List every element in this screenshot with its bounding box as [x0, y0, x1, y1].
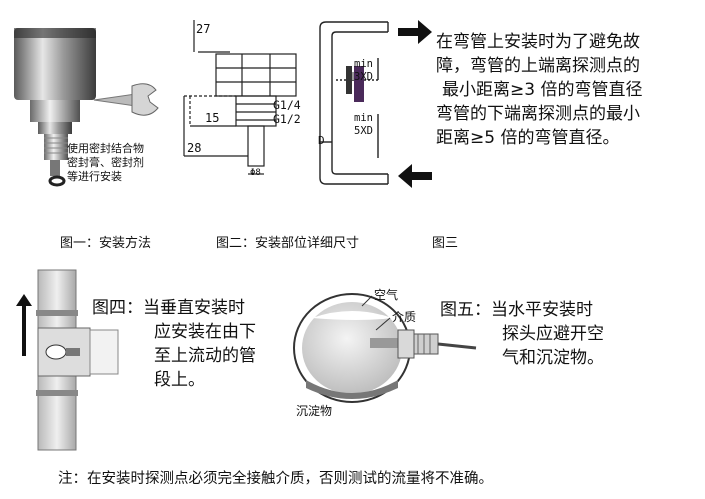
- fig1-note-line-3: 等进行安装: [67, 170, 122, 183]
- fig5-text-line-2: 探头应避开空: [502, 324, 604, 344]
- sensor-photo: [14, 28, 96, 187]
- label-sediment: 沉淀物: [296, 404, 333, 418]
- d-label: D: [318, 134, 325, 147]
- vertical-pipe-diagram: [16, 269, 119, 451]
- min-bot-1: min: [354, 112, 373, 124]
- fig4-text-line-2: 应安装在由下: [154, 322, 256, 342]
- label-medium: 介质: [392, 310, 417, 324]
- dim-15: 15: [205, 111, 220, 125]
- fig3-caption: 图三: [432, 236, 459, 251]
- fig1-note-line-2: 密封膏、密封剂: [67, 156, 144, 169]
- flow-in-arrow-icon: [398, 20, 432, 44]
- fig3-desc-line-2: 障，弯管的上端离探测点的: [436, 56, 640, 76]
- fig4-text-line-1: 图四：当垂直安装时: [92, 298, 245, 318]
- min-top-2: 3XD: [354, 71, 373, 83]
- thread-g1-2: G1/2: [273, 112, 301, 126]
- fig1-caption: 图一：安装方法: [60, 236, 152, 251]
- fig1-note-line-1: 使用密封结合物: [67, 142, 144, 155]
- thread-g1-4: G1/4: [273, 98, 301, 112]
- fig3-desc-line-3: 最小距离≥3 倍的弯管直径: [442, 80, 643, 100]
- wrench-icon: [93, 83, 159, 116]
- bent-pipe-diagram: [319, 21, 389, 185]
- min-bot-2: 5XD: [354, 125, 373, 137]
- fig2-caption: 图二：安装部位详细尺寸: [216, 236, 360, 251]
- dim-27: 27: [196, 22, 211, 36]
- fig5-text-line-1: 图五：当水平安装时: [440, 300, 593, 320]
- dim-phi8: Φ8: [250, 168, 261, 178]
- fig5-text-line-3: 气和沉淀物。: [502, 348, 604, 368]
- footer-note: 注：在安装时探测点必须完全接触介质，否则测试的流量将不准确。: [58, 471, 493, 487]
- fig3-desc-line-5: 距离≥5 倍的弯管直径。: [436, 128, 620, 148]
- fig3-desc-line-1: 在弯管上安装时为了避免故: [436, 32, 640, 52]
- fig3-desc-line-4: 弯管的下端离探测点的最小: [436, 104, 640, 124]
- flow-out-arrow-icon: [398, 164, 432, 188]
- fig4-text-line-3: 至上流动的管: [154, 346, 256, 366]
- dim-28: 28: [187, 141, 202, 155]
- horizontal-pipe-diagram: [293, 293, 477, 403]
- fig4-text-line-4: 段上。: [154, 370, 205, 390]
- label-air: 空气: [374, 288, 399, 302]
- min-top-1: min: [354, 58, 373, 70]
- dimension-drawing: [183, 20, 297, 175]
